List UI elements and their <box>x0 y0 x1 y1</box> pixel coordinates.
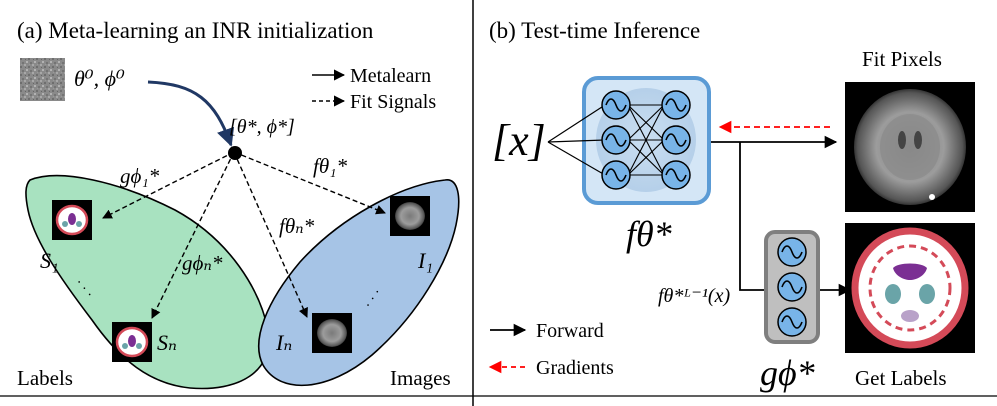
fit-arrow-i1 <box>233 151 386 215</box>
sine-neuron-icon <box>601 160 631 190</box>
legend-metalearn: Metalearn <box>350 65 431 87</box>
sine-neuron-icon <box>601 90 631 120</box>
sine-neuron-icon <box>601 125 631 155</box>
fit-pixels-label: Fit Pixels <box>862 47 942 71</box>
g-neurons <box>777 237 807 337</box>
penultimate-features-label: fθ*ᴸ⁻¹(x) <box>658 285 730 307</box>
sine-neuron-icon <box>661 160 691 190</box>
legend-forward: Forward <box>536 320 604 342</box>
get-labels-label: Get Labels <box>855 366 947 390</box>
f-neurons <box>601 90 691 190</box>
legend-gradients: Gradients <box>536 357 614 379</box>
metalearn-arrow <box>147 80 235 147</box>
input-connections <box>547 104 606 176</box>
meta-params-label: [θ*, ϕ*] <box>229 116 295 138</box>
fit-arrow-sn <box>151 151 235 319</box>
image-thumbnail-in <box>312 313 352 353</box>
edge-label-f-theta1: fθ₁* <box>313 154 347 178</box>
panel-b-title: (b) Test-time Inference <box>489 18 700 43</box>
f-network-label: fθ* <box>626 214 672 254</box>
feature-branch-line <box>739 142 764 291</box>
labels-caption: Labels <box>17 366 73 390</box>
edge-label-f-thetan: fθₙ* <box>279 214 315 238</box>
edge-label-g-phin: gϕₙ* <box>182 251 223 275</box>
images-bottom-item: Iₙ <box>275 330 292 355</box>
fitted-mri-image <box>845 82 975 212</box>
sine-neuron-icon <box>661 125 691 155</box>
predicted-segmentation-image <box>845 223 975 353</box>
legend-fit-signals: Fit Signals <box>350 91 436 113</box>
labels-top-item: S₁ <box>40 248 59 273</box>
sine-neuron-icon <box>777 272 807 302</box>
sine-neuron-icon <box>777 307 807 337</box>
label-thumbnail-sn <box>112 322 152 362</box>
random-init-image <box>20 58 65 101</box>
fit-arrow-in <box>233 151 308 318</box>
panel-a-title: (a) Meta-learning an INR initialization <box>17 18 374 43</box>
label-thumbnail-s1 <box>52 200 92 240</box>
meta-init-node <box>228 146 242 160</box>
f-layer-connections <box>627 104 665 176</box>
g-network-label: gϕ* <box>760 353 815 393</box>
fit-arrow-s1 <box>102 151 235 219</box>
input-coordinate: [x] <box>492 116 546 165</box>
init-params-label: θ⁰, ϕ⁰ <box>74 66 125 91</box>
image-thumbnail-i1 <box>390 196 430 236</box>
sine-neuron-icon <box>777 237 807 267</box>
edge-label-g-phi1: gϕ₁* <box>120 164 160 188</box>
images-top-item: I₁ <box>417 248 433 273</box>
labels-bottom-item: Sₙ <box>157 330 177 355</box>
sine-neuron-icon <box>661 90 691 120</box>
images-caption: Images <box>390 366 451 390</box>
